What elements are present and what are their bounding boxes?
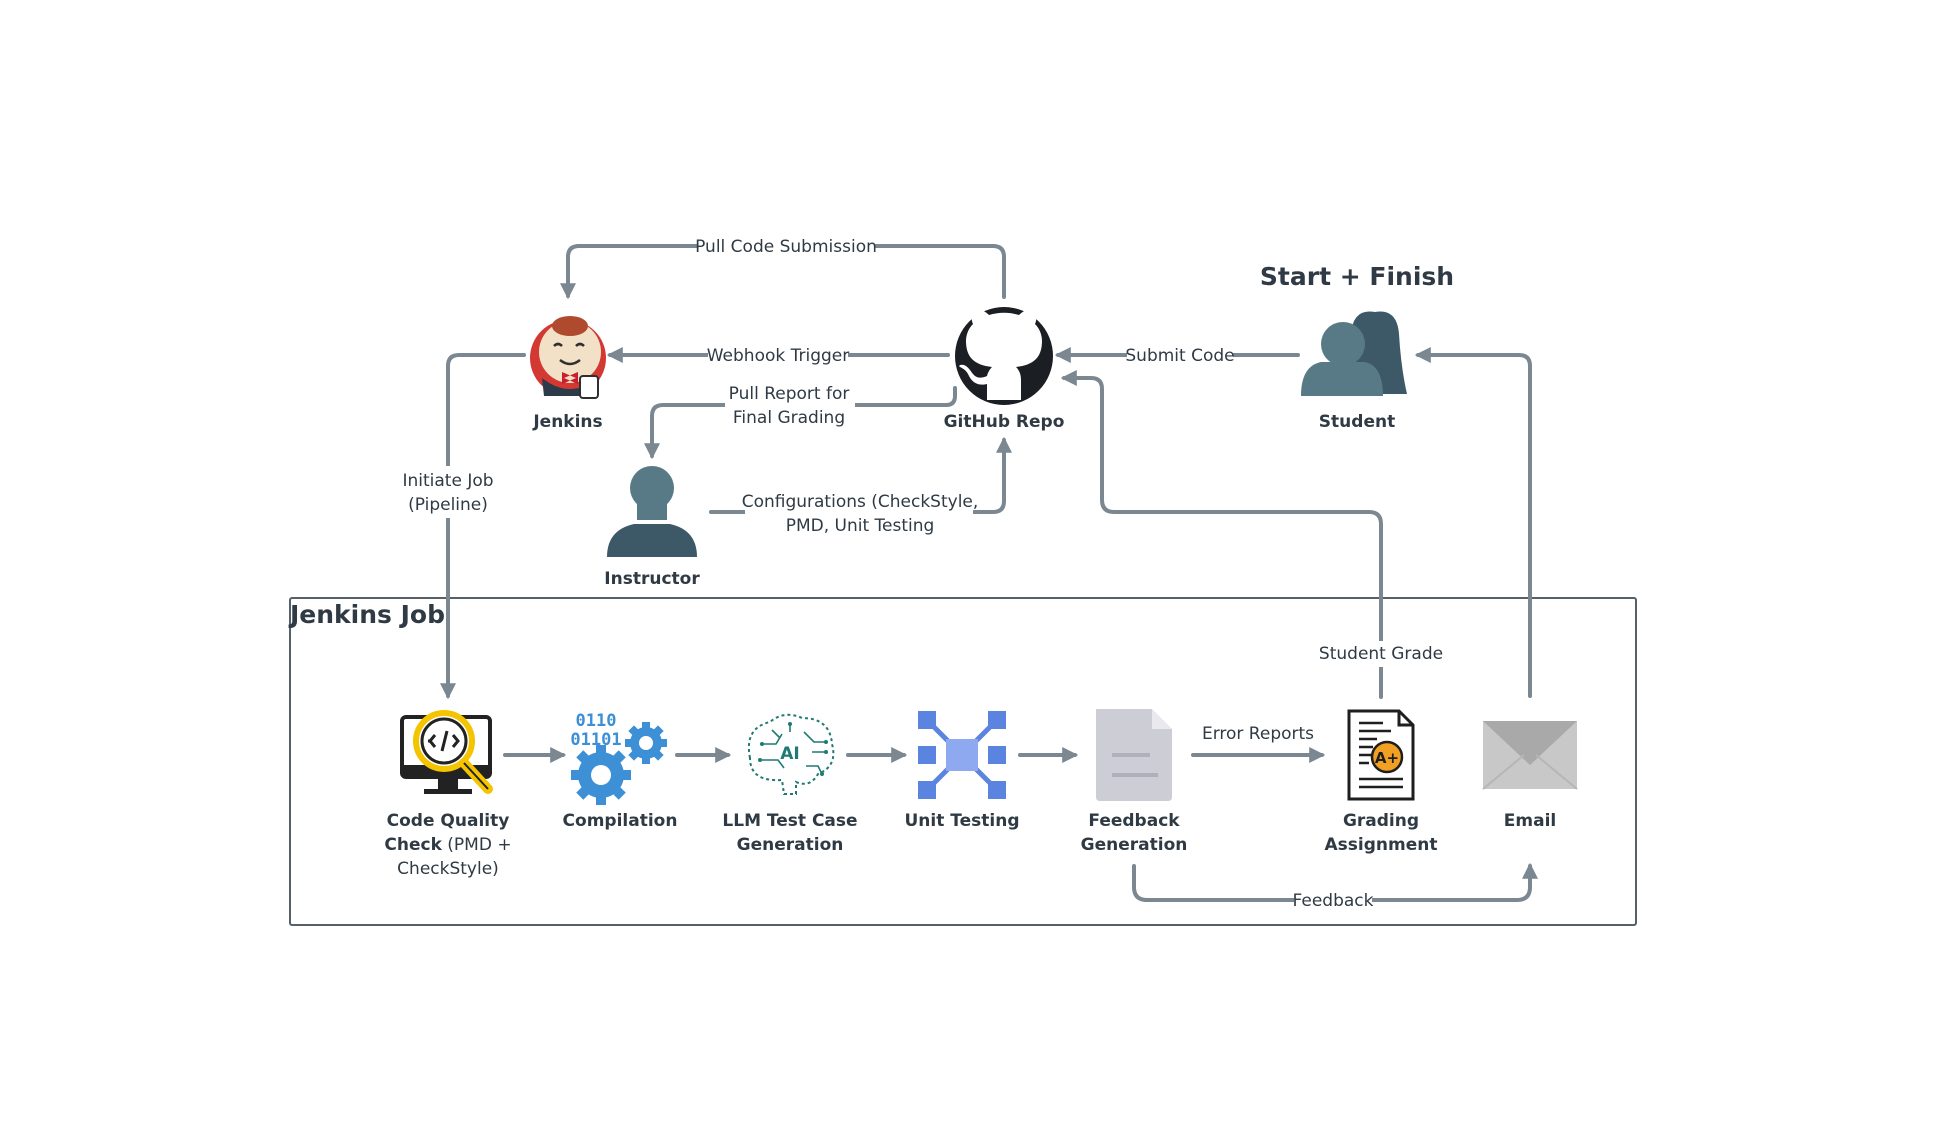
edge-email-to-student <box>1414 347 1532 698</box>
instructor-icon <box>607 466 697 557</box>
node-label-code-quality-line3: CheckStyle) <box>397 859 499 879</box>
node-label-student: Student <box>1319 412 1395 432</box>
unit-testing-icon <box>918 711 1006 799</box>
node-label-code-quality-rest: (PMD + <box>442 835 512 855</box>
edge-configurations <box>709 436 1012 514</box>
jenkins-icon <box>530 316 606 399</box>
node-label-email: Email <box>1504 811 1556 831</box>
graded-paper-icon: A+ <box>1347 709 1415 801</box>
node-label-feedback-line1: Feedback <box>1088 811 1180 831</box>
node-label-instructor: Instructor <box>604 569 700 589</box>
binary-line1: 0110 <box>576 711 617 731</box>
edge-label-error-reports: Error Reports <box>1202 724 1314 744</box>
edge-label-initiate-line1: Initiate Job <box>402 471 493 491</box>
start-finish-title: Start + Finish <box>1260 262 1454 291</box>
edge-label-student-grade: Student Grade <box>1319 644 1443 664</box>
jenkins-job-title: Jenkins Job <box>288 600 445 629</box>
edge-label-webhook-trigger: Webhook Trigger <box>707 346 850 366</box>
envelope-icon <box>1482 721 1578 790</box>
node-label-compilation: Compilation <box>563 811 678 831</box>
edge-label-config-line2: PMD, Unit Testing <box>786 516 935 536</box>
edge-label-feedback: Feedback <box>1293 891 1374 911</box>
node-label-github: GitHub Repo <box>944 412 1065 432</box>
node-label-jenkins: Jenkins <box>532 412 602 432</box>
edge-label-pull-report-line2: Final Grading <box>733 408 845 428</box>
node-label-llm-line1: LLM Test Case <box>722 811 857 831</box>
node-label-code-quality-bold: Check <box>384 835 442 855</box>
ai-glyph: AI <box>780 744 799 764</box>
edge-label-config-line1: Configurations (CheckStyle, <box>742 492 979 512</box>
node-label-unit-testing: Unit Testing <box>905 811 1020 831</box>
node-label-grading-line2: Assignment <box>1325 835 1438 855</box>
compilation-icon: 0110 01101 <box>570 711 667 805</box>
edge-initiate-job <box>440 353 526 700</box>
grade-glyph: A+ <box>1375 749 1399 767</box>
github-icon <box>955 307 1053 405</box>
edge-student-grade <box>1060 370 1383 699</box>
edge-label-pull-code-submission: Pull Code Submission <box>695 237 877 257</box>
node-label-feedback-line2: Generation <box>1081 835 1188 855</box>
student-icon <box>1301 311 1407 396</box>
svg-text:Check (PMD +: Check (PMD + <box>384 835 511 855</box>
edge-label-initiate-line2: (Pipeline) <box>408 495 488 515</box>
edge-label-submit-code: Submit Code <box>1125 346 1234 366</box>
ai-brain-icon: AI <box>748 713 835 795</box>
document-icon <box>1096 709 1172 801</box>
node-label-code-quality-line1: Code Quality <box>387 811 510 831</box>
jenkins-job-container <box>289 597 1637 926</box>
node-label-grading-line1: Grading <box>1343 811 1419 831</box>
code-quality-icon <box>400 710 493 794</box>
edge-label-pull-report-line1: Pull Report for <box>729 384 850 404</box>
node-label-llm-line2: Generation <box>737 835 844 855</box>
binary-line2: 01101 <box>570 730 621 750</box>
